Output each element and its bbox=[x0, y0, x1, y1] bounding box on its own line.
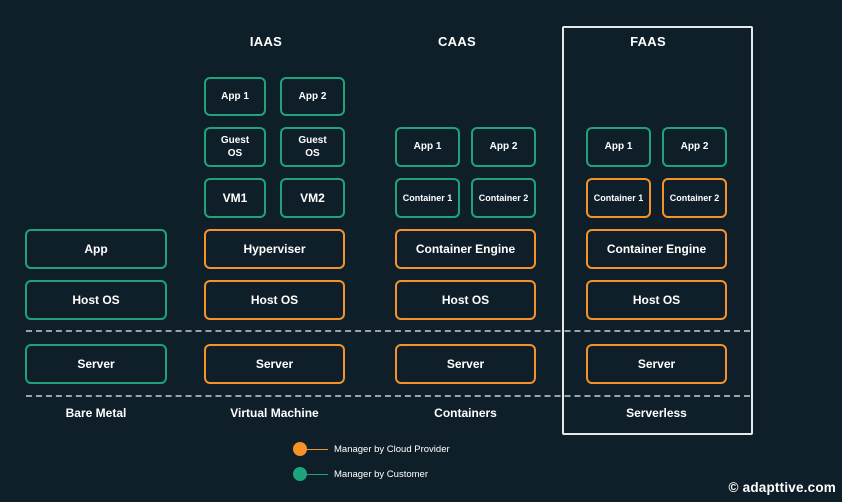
vm-guest-os1-box: Guest OS bbox=[204, 127, 266, 167]
containers-label: Containers bbox=[434, 406, 497, 420]
divider-upper bbox=[26, 330, 750, 332]
bare-metal-label: Bare Metal bbox=[65, 406, 127, 420]
serverless-container2-box: Container 2 bbox=[662, 178, 727, 218]
containers-container1-box: Container 1 bbox=[395, 178, 460, 218]
vm-hyperviser-box: Hyperviser bbox=[204, 229, 345, 269]
vm-app2-box: App 2 bbox=[280, 77, 345, 116]
serverless-host-os-box: Host OS bbox=[586, 280, 727, 320]
vm-server-box: Server bbox=[204, 344, 345, 384]
heading-caas: CAAS bbox=[437, 34, 477, 49]
vm-app1-box: App 1 bbox=[204, 77, 266, 116]
bare-metal-server-box: Server bbox=[25, 344, 167, 384]
heading-iaas: IAAS bbox=[249, 34, 283, 49]
legend-provider-text: Manager by Cloud Provider bbox=[334, 444, 450, 455]
vm-guest-os2-box: Guest OS bbox=[280, 127, 345, 167]
vm-vm1-box: VM1 bbox=[204, 178, 266, 218]
vm-host-os-box: Host OS bbox=[204, 280, 345, 320]
legend-customer-dot bbox=[293, 467, 307, 481]
legend-customer-line bbox=[300, 474, 328, 475]
serverless-app1-box: App 1 bbox=[586, 127, 651, 167]
bare-metal-host-os-box: Host OS bbox=[25, 280, 167, 320]
containers-host-os-box: Host OS bbox=[395, 280, 536, 320]
legend-provider-line bbox=[300, 449, 328, 450]
brand-watermark: © adapttive.com bbox=[728, 480, 836, 495]
serverless-engine-box: Container Engine bbox=[586, 229, 727, 269]
serverless-label: Serverless bbox=[626, 406, 687, 420]
containers-app1-box: App 1 bbox=[395, 127, 460, 167]
bare-metal-app-box: App bbox=[25, 229, 167, 269]
containers-app2-box: App 2 bbox=[471, 127, 536, 167]
containers-container2-box: Container 2 bbox=[471, 178, 536, 218]
serverless-server-box: Server bbox=[586, 344, 727, 384]
vm-vm2-box: VM2 bbox=[280, 178, 345, 218]
legend-provider-dot bbox=[293, 442, 307, 456]
divider-lower bbox=[26, 395, 750, 397]
vm-label: Virtual Machine bbox=[230, 406, 319, 420]
faas-frame bbox=[562, 26, 753, 435]
serverless-container1-box: Container 1 bbox=[586, 178, 651, 218]
legend-customer-text: Manager by Customer bbox=[334, 469, 428, 480]
containers-engine-box: Container Engine bbox=[395, 229, 536, 269]
heading-faas: FAAS bbox=[630, 34, 666, 49]
containers-server-box: Server bbox=[395, 344, 536, 384]
serverless-app2-box: App 2 bbox=[662, 127, 727, 167]
